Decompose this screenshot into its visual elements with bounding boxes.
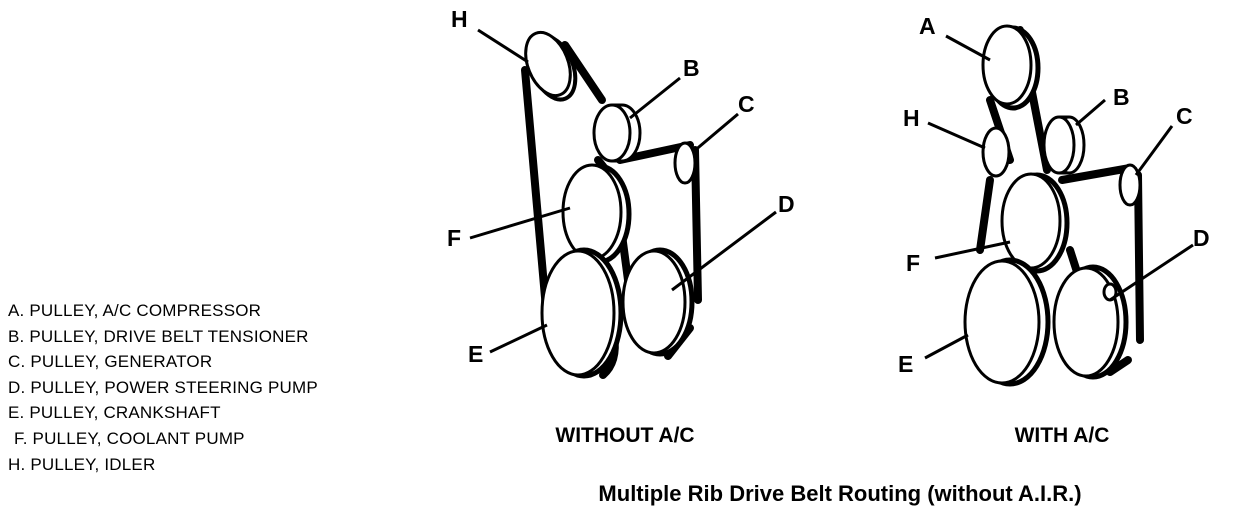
label-d: D [1193, 225, 1210, 251]
label-h: H [451, 6, 468, 32]
legend-item-c: C. PULLEY, GENERATOR [8, 352, 213, 372]
pulley-legend: A. PULLEY, A/C COMPRESSOR B. PULLEY, DRI… [8, 298, 318, 477]
power-steering-pulley [621, 247, 695, 357]
idler-pulley [524, 30, 578, 102]
idler-pulley [981, 126, 1011, 178]
tensioner-pulley [1042, 115, 1086, 175]
label-d: D [778, 191, 795, 217]
label-a: A [919, 13, 936, 39]
label-c: C [1176, 103, 1193, 129]
diagram-with-ac [924, 24, 1194, 387]
crankshaft-pulley [963, 257, 1051, 387]
label-c: C [738, 91, 755, 117]
label-leaders [469, 28, 777, 354]
figure-title: Multiple Rib Drive Belt Routing (without… [598, 481, 1082, 506]
label-h: H [903, 105, 920, 131]
tensioner-pulley [592, 103, 642, 163]
generator-pulley [1118, 163, 1142, 207]
legend-item-e: E. PULLEY, CRANKSHAFT [8, 403, 221, 423]
coolant-pump-pulley [1000, 172, 1070, 274]
legend-item-h: H. PULLEY, IDLER [8, 454, 156, 474]
crankshaft-pulley [540, 247, 624, 379]
label-e: E [898, 351, 913, 377]
generator-pulley [673, 141, 697, 185]
label-leaders [924, 34, 1194, 360]
label-b: B [683, 55, 700, 81]
legend-item-a: A. PULLEY, A/C COMPRESSOR [8, 301, 262, 320]
ac-compressor-pulley [981, 24, 1041, 111]
legend-item-b: B. PULLEY, DRIVE BELT TENSIONER [8, 326, 309, 346]
power-steering-pulley [1052, 264, 1129, 380]
labels-without-ac: H B C D F E [447, 6, 795, 367]
label-b: B [1113, 84, 1130, 110]
legend-item-f: F. PULLEY, COOLANT PUMP [14, 428, 245, 448]
legend-item-d: D. PULLEY, POWER STEERING PUMP [8, 377, 318, 397]
label-f: F [906, 250, 920, 276]
caption-without-ac: WITHOUT A/C [555, 424, 695, 447]
diagram-without-ac [469, 28, 777, 379]
label-e: E [468, 341, 483, 367]
caption-with-ac: WITH A/C [1014, 424, 1110, 447]
coolant-pump-pulley [561, 163, 632, 265]
labels-with-ac: A H B C D F E [898, 13, 1210, 377]
label-f: F [447, 225, 461, 251]
